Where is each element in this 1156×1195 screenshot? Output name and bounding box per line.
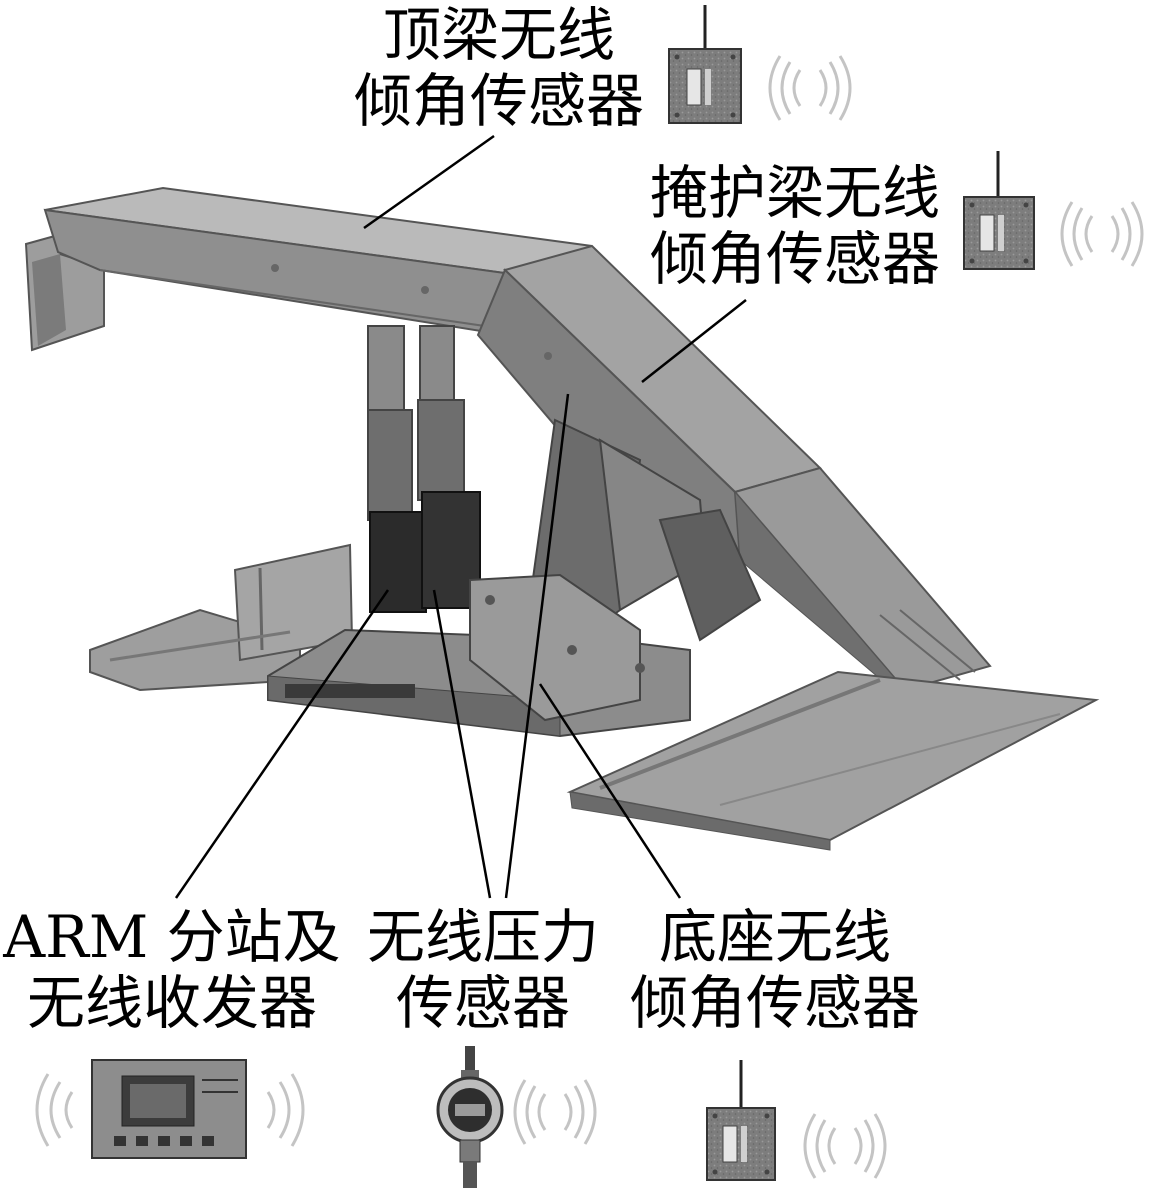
wireless-wave-icon — [35, 1073, 305, 1147]
wireless-wave-icon — [803, 1113, 887, 1179]
label-shield-beam-sensor: 掩护梁无线 倾角传感器 — [640, 160, 950, 292]
label-line: 顶梁无线 — [382, 1, 615, 69]
tilt-sensor-icon — [706, 1060, 776, 1181]
leader-roof — [363, 134, 495, 230]
label-line: 掩护梁无线 — [649, 159, 940, 227]
hydraulic-support — [24, 186, 1100, 851]
leader-pressure-a — [432, 589, 492, 899]
label-roof-beam-sensor: 顶梁无线 倾角传感器 — [344, 2, 654, 134]
arm-station-icon — [91, 1059, 247, 1159]
roof-beam — [43, 186, 593, 338]
tilt-sensor-icon — [963, 151, 1035, 270]
wireless-wave-icon — [768, 55, 852, 121]
left-push-plate — [89, 543, 354, 692]
right-base-plate — [566, 670, 1100, 851]
label-line: 底座无线 — [658, 903, 891, 971]
label-line: 倾角传感器 — [629, 969, 920, 1037]
label-line: ARM 分站及 — [3, 903, 341, 971]
leader-arm — [174, 589, 390, 899]
leader-shield — [641, 299, 747, 383]
label-line: 倾角传感器 — [353, 67, 644, 135]
wireless-wave-icon — [513, 1079, 597, 1145]
label-line: 无线压力 — [366, 903, 599, 971]
label-line: 无线收发器 — [26, 969, 317, 1037]
tilt-sensor-icon — [668, 5, 742, 124]
label-base-sensor: 底座无线 倾角传感器 — [620, 904, 930, 1036]
hydraulic-legs — [367, 325, 481, 613]
label-pressure-sensor: 无线压力 传感器 — [348, 904, 618, 1036]
label-arm-substation: ARM 分站及 无线收发器 — [2, 904, 342, 1036]
base — [267, 573, 691, 738]
leader-lines — [174, 134, 747, 899]
leader-pressure-b — [504, 393, 570, 899]
pressure-gauge-icon — [436, 1046, 504, 1188]
label-line: 倾角传感器 — [649, 225, 940, 293]
leader-base — [538, 683, 682, 899]
wireless-wave-icon — [1060, 201, 1144, 267]
label-line: 传感器 — [395, 969, 570, 1037]
